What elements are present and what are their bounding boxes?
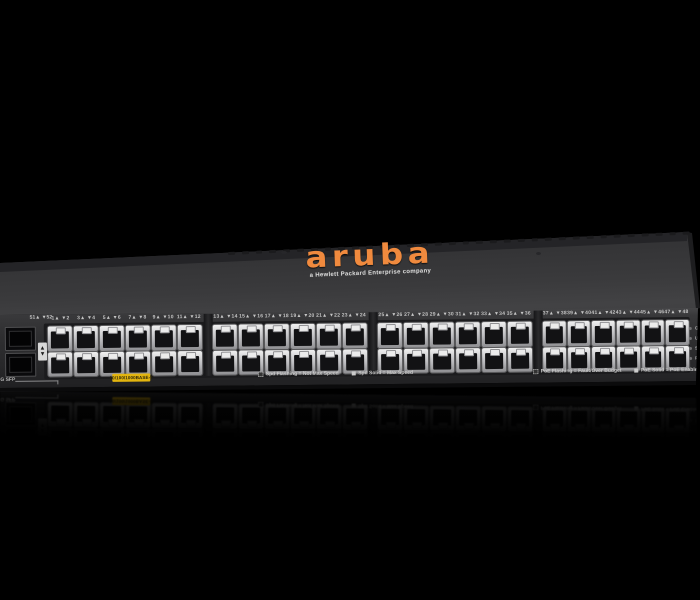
front-panel: 51▲ ▼52 ▲ ▼ G SFP 1▲ ▼23▲ ▼45▲ ▼67▲ ▼89▲… (0, 179, 700, 600)
reflection: 51▲ ▼52 ▲ ▼ G SFP 1▲ ▼23▲ ▼45▲ ▼67▲ ▼89▲… (0, 179, 700, 600)
